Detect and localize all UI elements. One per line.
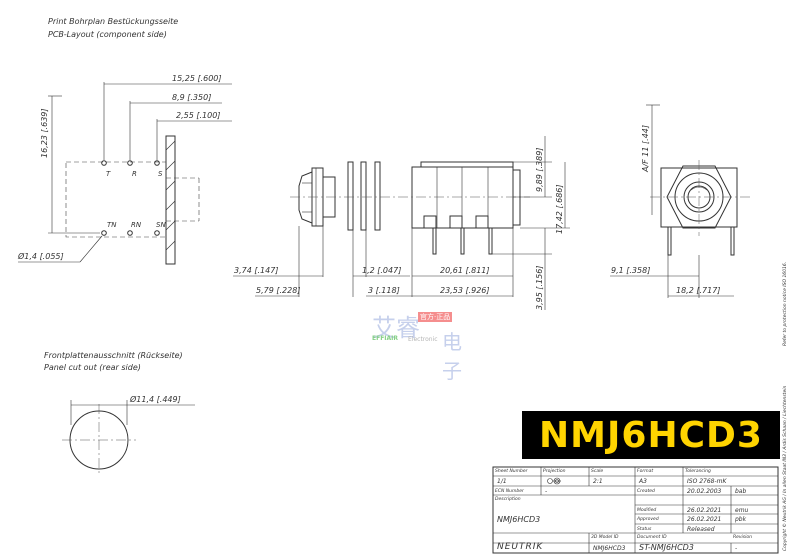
- tb-model: NMJ6HCD3: [593, 545, 626, 552]
- tb-status-label: Status: [637, 526, 652, 532]
- dim-8-9: 8,9 [.350]: [172, 93, 211, 102]
- tb-description: NMJ6HCD3: [497, 515, 540, 524]
- tb-modified-by: emu: [735, 507, 749, 514]
- dim-hole-dia: Ø1,4 [.055]: [17, 251, 64, 261]
- dim-16-23: 16,23 [.639]: [40, 109, 49, 159]
- side-view-dimension-lines: [233, 136, 570, 310]
- tb-created-date: 20.02.2003: [687, 488, 722, 495]
- watermark-logo: 艾睿 官方·正品 EFFIAIR Electronic 电子: [372, 308, 476, 383]
- dim-5-79: 5,79 [.228]: [256, 286, 300, 295]
- dim-18-2: 18,2 [.717]: [676, 286, 720, 295]
- dim-3-74: 3,74 [.147]: [234, 266, 278, 275]
- tb-tolerancing: ISO 2768-mK: [687, 478, 727, 485]
- dim-cutout-dia: Ø11,4 [.449]: [129, 394, 181, 404]
- dim-3-95: 3,95 [.156]: [535, 266, 544, 310]
- front-view-part: [650, 160, 750, 256]
- pin-label-r: R: [132, 170, 137, 178]
- tb-model-label: 3D Model ID: [591, 534, 619, 540]
- tb-description-label: Description: [495, 496, 521, 502]
- dim-3: 3 [.118]: [368, 286, 400, 295]
- tb-format: A3: [638, 478, 647, 485]
- pcb-dimension-lines: [18, 82, 232, 263]
- dim-20-61: 20,61 [.811]: [440, 266, 490, 275]
- watermark-chip: 官方·正品: [418, 312, 453, 322]
- dim-af-11: A/F 11 [.44]: [641, 125, 650, 173]
- tb-approved-date: 26.02.2021: [687, 516, 721, 523]
- tb-document-label: Document ID: [637, 534, 667, 540]
- dim-9-1: 9,1 [.358]: [611, 266, 650, 275]
- pcb-holes: [101, 160, 160, 236]
- panel-cutout-circle: [62, 400, 195, 476]
- dim-1-2: 1,2 [.047]: [362, 266, 401, 275]
- tb-ecn-label: ECN Number: [495, 488, 525, 494]
- watermark-brand: EFFIAIR: [372, 335, 399, 342]
- pcb-title-en: PCB-Layout (component side): [48, 30, 167, 39]
- tb-document: ST-NMJ6HCD3: [639, 543, 694, 552]
- front-view-dimension-lines: [610, 104, 734, 298]
- watermark-main: 艾睿: [372, 314, 420, 342]
- pin-label-tn: TN: [107, 221, 117, 229]
- dim-2-55: 2,55 [.100]: [176, 111, 220, 120]
- pcb-outline: [65, 135, 200, 265]
- tb-status: Released: [687, 526, 715, 533]
- title-block-labels: Sheet Number Projection Scale Format Tol…: [495, 468, 752, 540]
- tb-format-label: Format: [637, 468, 653, 474]
- watermark-tail: 电子: [442, 330, 462, 383]
- cutout-title-de: Frontplattenausschnitt (Rückseite): [44, 351, 183, 360]
- tb-created-by: bab: [735, 488, 746, 495]
- side-view-part: [290, 161, 530, 255]
- watermark-sub: Electronic: [408, 336, 438, 343]
- pin-label-s: S: [158, 170, 163, 178]
- cutout-title-en: Panel cut out (rear side): [44, 363, 141, 372]
- part-number-badge: NMJ6HCD3: [522, 411, 780, 459]
- dim-23-53: 23,53 [.926]: [440, 286, 490, 295]
- pin-label-rn: RN: [131, 221, 142, 229]
- pin-label-t: T: [106, 170, 111, 178]
- title-block-grid: [492, 466, 779, 554]
- tb-ecn: -: [545, 488, 547, 495]
- neutrik-logo: NEUTRIK: [497, 542, 543, 552]
- dim-15-25: 15,25 [.600]: [172, 74, 222, 83]
- protection-note: Refer to protection notice ISO 16016.: [783, 261, 788, 346]
- tb-sheet-number: 1/1: [497, 478, 507, 485]
- dim-17-42: 17,42 [.686]: [555, 185, 564, 235]
- tb-created-label: Created: [637, 488, 655, 494]
- tb-projection-label: Projection: [543, 468, 566, 474]
- tb-tolerancing-label: Tolerancing: [685, 468, 711, 474]
- tb-scale-label: Scale: [591, 468, 603, 474]
- tb-modified-label: Modified: [637, 507, 656, 513]
- tb-scale: 2:1: [593, 478, 603, 485]
- dim-9-89: 9,89 [.389]: [535, 148, 544, 192]
- tb-revision: -: [735, 545, 737, 552]
- tb-approved-label: Approved: [636, 516, 659, 522]
- title-block-values: 1/1 2:1 A3 ISO 2768-mK - 20.02.2003 bab …: [497, 478, 749, 552]
- tb-sheet-number-label: Sheet Number: [495, 468, 529, 474]
- pin-label-sn: SN: [156, 221, 166, 229]
- copyright-note: Copyright © Neutrik AG / In allen Staat …: [783, 385, 788, 551]
- tb-modified-date: 26.02.2021: [687, 507, 721, 514]
- tb-revision-label: Revision: [733, 534, 752, 540]
- tb-approved-by: pbk: [734, 516, 747, 523]
- pcb-title-de: Print Bohrplan Bestückungsseite: [48, 17, 178, 26]
